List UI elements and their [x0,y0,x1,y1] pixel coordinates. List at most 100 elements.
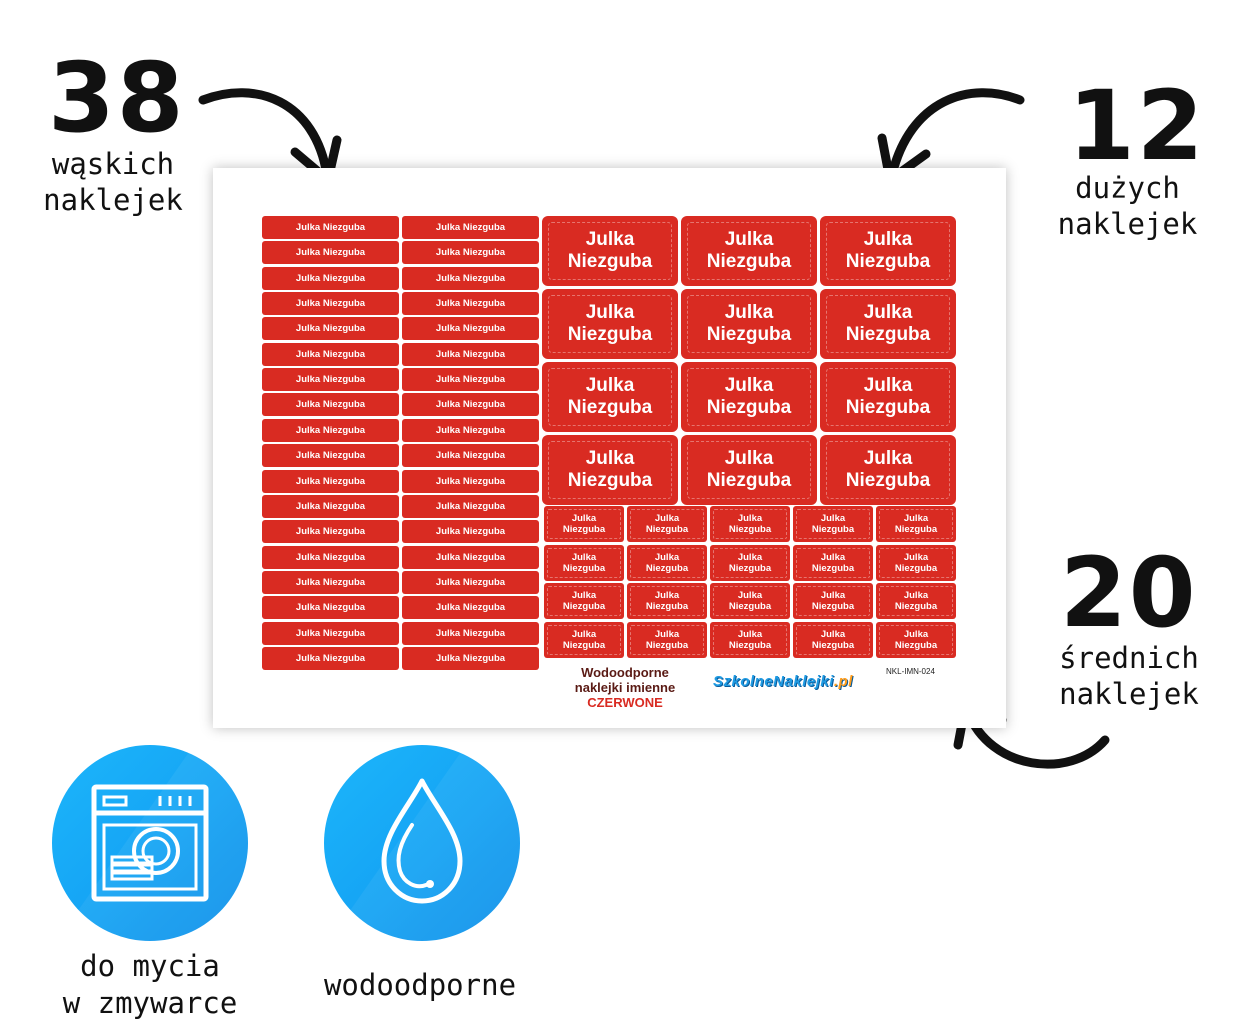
sticker-line2: Niezguba [728,639,772,651]
narrow-sticker: Julka Niezguba [402,266,539,290]
sticker-line2: Niezguba [562,562,606,574]
narrow-count-caption: wąskich naklejek [38,146,188,218]
sticker-line1: Julka [654,590,680,601]
waterproof-label-line1: wodoodporne [323,968,517,1002]
sticker-line1: Julka [737,551,763,563]
sticker-line1: Julka [903,551,929,563]
brand-logo: SzkolneNaklejki.pl [713,673,853,690]
large-caption-line1: dużych [1075,171,1180,205]
sticker-line2: Niezguba [706,324,792,345]
sticker-line2: Niezguba [562,524,606,535]
narrow-sticker: Julka Niezguba [262,216,399,239]
sticker-line1: Julka [654,551,680,563]
medium-caption-line1: średnich [1059,641,1199,675]
sticker-line2: Niezguba [845,397,931,418]
water-drop-icon [381,778,463,904]
narrow-sticker: Julka Niezguba [402,646,539,670]
sticker-line2: Niezguba [567,251,653,272]
sheet-title: Wodoodporne naklejki imienne CZERWONE [550,665,700,710]
sheet-title-line3: CZERWONE [587,695,663,710]
brand-logo-suffix: .pl [833,673,853,690]
waterproof-badge [324,745,520,941]
narrow-sticker: Julka Niezguba [402,621,539,645]
narrow-sticker: Julka Niezguba [402,469,539,493]
sticker-line1: Julka [863,375,913,396]
sticker-line1: Julka [571,590,597,601]
medium-count-number: 20 [1060,537,1198,649]
sticker-line2: Niezguba [728,562,772,574]
brand-logo-main: SzkolneNaklejki [713,673,834,690]
sticker-line2: Niezguba [562,601,606,612]
sheet-title-line2: naklejki imienne [574,680,676,695]
narrow-sticker: Julka Niezguba [262,570,399,594]
sticker-line1: Julka [903,590,929,601]
narrow-sticker: Julka Niezguba [402,545,539,569]
narrow-sticker: Julka Niezguba [402,393,539,417]
sticker-line1: Julka [585,448,635,469]
sticker-line1: Julka [820,551,846,563]
narrow-sticker: Julka Niezguba [402,444,539,468]
sticker-line2: Niezguba [567,397,653,418]
sticker-line2: Niezguba [706,251,792,272]
medium-caption-line2: naklejek [1059,677,1199,711]
narrow-sticker: Julka Niezguba [402,596,539,620]
sticker-line1: Julka [737,590,763,601]
large-caption-line2: naklejek [1057,207,1198,241]
narrow-sticker: Julka Niezguba [262,418,399,442]
sticker-line2: Niezguba [706,470,792,491]
narrow-sticker: Julka Niezguba [262,494,399,518]
sticker-line1: Julka [820,513,846,524]
sticker-line1: Julka [724,302,774,323]
sticker-line2: Niezguba [811,524,855,535]
sticker-line2: Niezguba [811,562,855,574]
sticker-line1: Julka [863,229,913,250]
narrow-sticker: Julka Niezguba [262,596,399,620]
sticker-line1: Julka [571,628,597,640]
sticker-line1: Julka [585,375,635,396]
narrow-sticker: Julka Niezguba [262,393,399,417]
narrow-sticker: Julka Niezguba [402,216,539,239]
sticker-line1: Julka [585,229,635,250]
sticker-line1: Julka [863,302,913,323]
narrow-sticker: Julka Niezguba [402,368,539,392]
sticker-line2: Niezguba [645,639,689,651]
narrow-sticker: Julka Niezguba [402,520,539,544]
narrow-sticker: Julka Niezguba [262,241,399,265]
sticker-line1: Julka [724,229,774,250]
dishwasher-label-line1: do mycia [80,949,220,983]
waterproof-label: wodoodporne [300,967,540,1004]
sticker-line1: Julka [903,628,929,640]
